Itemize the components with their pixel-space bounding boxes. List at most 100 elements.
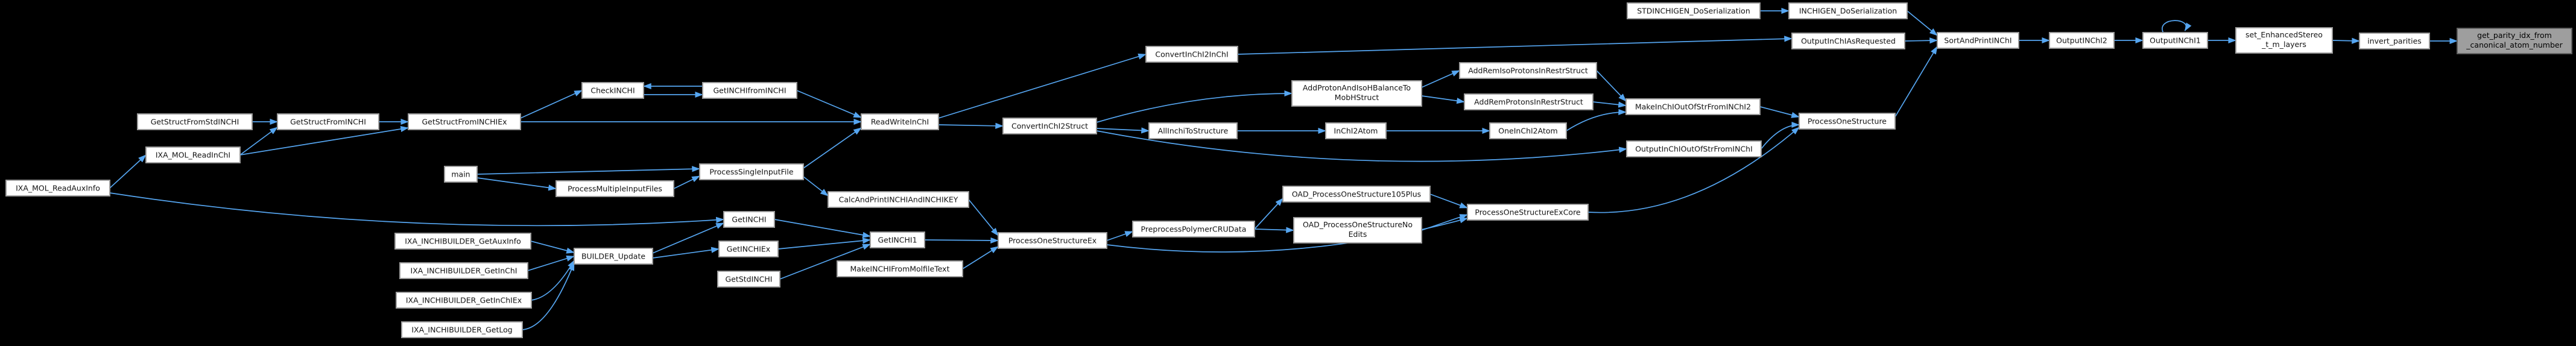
node-label: GetINCHIfromINCHI — [713, 86, 786, 95]
node-label: IXA_INCHIBUILDER_GetInChIEx — [406, 296, 522, 305]
node-GetINCHI[interactable]: GetINCHI — [723, 211, 775, 228]
node-label: GetINCHIEx — [727, 245, 770, 254]
node-label: ConvertInChI2InChI — [1155, 50, 1228, 59]
node-CalcAndPrintINCHIAndINCHIKEY[interactable]: CalcAndPrintINCHIAndINCHIKEY — [828, 191, 969, 208]
node-OutputINChI2[interactable]: OutputINChI2 — [2049, 32, 2115, 49]
edge-main-to-ProcessMultipleInputFiles — [476, 177, 557, 191]
edge-OneInChI2Atom-to-MakeInChIOutOfStrFromINChI2 — [1566, 109, 1627, 131]
node-label: set_EnhancedStereo_t_m_layers — [2245, 30, 2323, 49]
node-OutputINChI1[interactable]: OutputINChI1 — [2142, 32, 2208, 49]
node-AddRemIsoProtonsInRestrStruct[interactable]: AddRemIsoProtonsInRestrStruct — [1459, 62, 1597, 79]
node-IXA_INCHIBUILDER_GetInChI[interactable]: IXA_INCHIBUILDER_GetInChI — [399, 262, 528, 279]
nodes-layer: GetStructFromStdINCHI GetStructFromINCHI G… — [5, 2, 2572, 338]
node-ProcessSingleInputFile[interactable]: ProcessSingleInputFile — [699, 163, 804, 180]
edge-ProcessOneStructureExCore-to-ProcessOneStructure — [1587, 127, 1800, 213]
edge-BUILDER_Update-to-GetINCHI — [652, 222, 724, 254]
edge-IXA_MOL_ReadInChI-to-GetStructFromINCHI — [239, 127, 278, 156]
node-ProcessOneStructure[interactable]: ProcessOneStructure — [1799, 113, 1896, 130]
edge-MakeInChIOutOfStrFromINChI2-to-ProcessOneStructure — [1759, 106, 1800, 118]
edge-set_EnhancedStereo_t_m_layers-to-invert_parities — [2332, 37, 2360, 44]
node-ConvertInChI2InChI[interactable]: ConvertInChI2InChI — [1145, 46, 1238, 63]
edge-AddRemIsoProtonsInRestrStruct-to-MakeInChIOutOfStrFromINChI2 — [1596, 70, 1627, 102]
edge-IXA_MOL_ReadInChI-to-GetStructFromINCHIEx — [239, 125, 409, 156]
node-GetINCHI1[interactable]: GetINCHI1 — [870, 231, 925, 248]
node-ProcessOneStructureExCore[interactable]: ProcessOneStructureExCore — [1467, 204, 1589, 221]
edge-ReadWriteInChI-to-ConvertInChI2Struct — [938, 122, 1004, 129]
edge-GetINCHI1-to-ProcessOneStructureEx — [924, 237, 999, 244]
edge-INCHIGEN_DoSerialization-to-SortAndPrintINChI — [1907, 10, 1938, 36]
node-label: AddRemProtonsInRestrStruct — [1474, 98, 1583, 107]
node-main[interactable]: main — [444, 166, 478, 183]
edge-PreprocessPolymerCRUData-to-OAD_ProcessOneStructure105Plus — [1254, 198, 1283, 230]
node-ConvertInChI2Struct[interactable]: ConvertInChI2Struct — [1002, 118, 1097, 134]
edge-ProcessSingleInputFile-to-ReadWriteInChI — [803, 127, 862, 169]
node-label: OutputINChI1 — [2150, 36, 2201, 45]
node-label: ReadWriteInChI — [871, 118, 929, 127]
node-CheckINCHI[interactable]: CheckINCHI — [581, 82, 644, 99]
node-label-line: Edits — [1349, 230, 1367, 239]
node-IXA_INCHIBUILDER_GetAuxInfo[interactable]: IXA_INCHIBUILDER_GetAuxInfo — [394, 233, 531, 250]
edge-IXA_MOL_ReadAuxInfo-to-GetINCHI — [109, 192, 724, 227]
node-GetStdINCHI[interactable]: GetStdINCHI — [717, 271, 780, 288]
node-label: IXA_INCHIBUILDER_GetAuxInfo — [405, 237, 521, 246]
edge-BUILDER_Update-to-GetINCHIEx — [652, 247, 720, 259]
node-label: invert_parities — [2367, 37, 2422, 46]
node-label: PreprocessPolymerCRUData — [1141, 225, 1247, 234]
node-label: ProcessOneStructureExCore — [1475, 208, 1581, 217]
node-INCHIGEN_DoSerialization[interactable]: INCHIGEN_DoSerialization — [1788, 2, 1908, 19]
node-label: GetStructFromStdINCHI — [151, 118, 239, 127]
node-MakeInChIOutOfStrFromINChI2[interactable]: MakeInChIOutOfStrFromINChI2 — [1625, 98, 1761, 115]
node-IXA_INCHIBUILDER_GetInChIEx[interactable]: IXA_INCHIBUILDER_GetInChIEx — [396, 292, 532, 309]
edge-GetINCHIEx-to-GetINCHI1 — [777, 237, 871, 250]
edge-ConvertInChI2Struct-to-AllInchiToStructure — [1096, 127, 1150, 134]
node-GetStructFromINCHI[interactable]: GetStructFromINCHI — [277, 113, 379, 130]
edge-IXA_INCHIBUILDER_GetInChIEx-to-BUILDER_Update — [531, 260, 575, 301]
node-label: IXA_MOL_ReadAuxInfo — [16, 184, 100, 193]
node-BUILDER_Update[interactable]: BUILDER_Update — [574, 248, 653, 265]
node-label: MakeInChIOutOfStrFromINChI2 — [1635, 102, 1751, 112]
node-OutputInChIOutOfStrFromINChI[interactable]: OutputInChIOutOfStrFromINChI — [1626, 140, 1762, 157]
node-MakeINCHIFromMolfileText[interactable]: MakeINCHIFromMolfileText — [837, 260, 963, 277]
node-SortAndPrintINChI[interactable]: SortAndPrintINChI — [1937, 32, 2019, 49]
node-label: GetINCHI1 — [878, 236, 917, 245]
node-InChI2Atom[interactable]: InChI2Atom — [1325, 122, 1387, 139]
node-IXA_MOL_ReadInChI[interactable]: IXA_MOL_ReadInChI — [145, 146, 241, 163]
node-IXA_MOL_ReadAuxInfo[interactable]: IXA_MOL_ReadAuxInfo — [5, 180, 110, 197]
node-label: OutputInChIOutOfStrFromINChI — [1635, 145, 1753, 154]
node-AllInchiToStructure[interactable]: AllInchiToStructure — [1148, 122, 1238, 139]
node-STDINCHIGEN_DoSerialization[interactable]: STDINCHIGEN_DoSerialization — [1627, 2, 1761, 19]
edge-ProcessOneStructureEx-to-PreprocessPolymerCRUData — [1106, 231, 1133, 241]
node-ProcessOneStructureEx[interactable]: ProcessOneStructureEx — [998, 232, 1107, 249]
node-OutputInChIAsRequested[interactable]: OutputInChIAsRequested — [1791, 33, 1905, 49]
edge-OutputInChIOutOfStrFromINChI-to-ProcessOneStructure — [1761, 121, 1800, 149]
node-label-line: _canonical_atom_number — [2466, 40, 2563, 49]
edge-IXA_INCHIBUILDER_GetInChI-to-BUILDER_Update — [527, 255, 575, 271]
edge-AddProtonAndIsoHBalanceToMobHStruct-to-AddRemProtonsInRestrStruct — [1421, 95, 1465, 104]
node-AddRemProtonsInRestrStruct[interactable]: AddRemProtonsInRestrStruct — [1464, 93, 1593, 110]
node-label: IXA_INCHIBUILDER_GetLog — [411, 326, 512, 335]
node-get_parity_idx_from_canonical_atom_number[interactable]: get_parity_idx_from_canonical_atom_numbe… — [2457, 28, 2572, 54]
node-set_EnhancedStereo_t_m_layers[interactable]: set_EnhancedStereo_t_m_layers — [2235, 27, 2333, 54]
edge-OutputInChIAsRequested-to-SortAndPrintINChI — [1904, 37, 1938, 44]
edge-ConvertInChI2InChI-to-OutputInChIAsRequested — [1237, 36, 1793, 55]
node-ProcessMultipleInputFiles[interactable]: ProcessMultipleInputFiles — [555, 180, 674, 197]
node-GetStructFromINCHIEx[interactable]: GetStructFromINCHIEx — [408, 113, 521, 130]
node-GetINCHIfromINCHI[interactable]: GetINCHIfromINCHI — [702, 82, 797, 99]
edge-ConvertInChI2Struct-to-OutputInChIOutOfStrFromINChI — [1096, 130, 1627, 162]
node-invert_parities[interactable]: invert_parities — [2359, 33, 2430, 49]
edge-MakeINCHIFromMolfileText-to-ProcessOneStructureEx — [962, 246, 999, 269]
node-OneInChI2Atom[interactable]: OneInChI2Atom — [1489, 122, 1567, 139]
node-OAD_ProcessOneStructure105Plus[interactable]: OAD_ProcessOneStructure105Plus — [1282, 186, 1431, 203]
node-GetStructFromStdINCHI[interactable]: GetStructFromStdINCHI — [137, 113, 253, 130]
node-GetINCHIEx[interactable]: GetINCHIEx — [718, 241, 779, 257]
node-label-line: set_EnhancedStereo — [2245, 30, 2323, 39]
edge-ProcessSingleInputFile-to-CalcAndPrintINCHIAndINCHIKEY — [803, 176, 829, 197]
node-label: OneInChI2Atom — [1498, 127, 1557, 136]
node-PreprocessPolymerCRUData[interactable]: PreprocessPolymerCRUData — [1132, 221, 1255, 237]
node-label: CalcAndPrintINCHIAndINCHIKEY — [839, 195, 958, 204]
node-IXA_INCHIBUILDER_GetLog[interactable]: IXA_INCHIBUILDER_GetLog — [401, 321, 523, 338]
node-ReadWriteInChI[interactable]: ReadWriteInChI — [861, 113, 939, 130]
edge-CalcAndPrintINCHIAndINCHIKEY-to-ProcessOneStructureEx — [968, 199, 999, 236]
